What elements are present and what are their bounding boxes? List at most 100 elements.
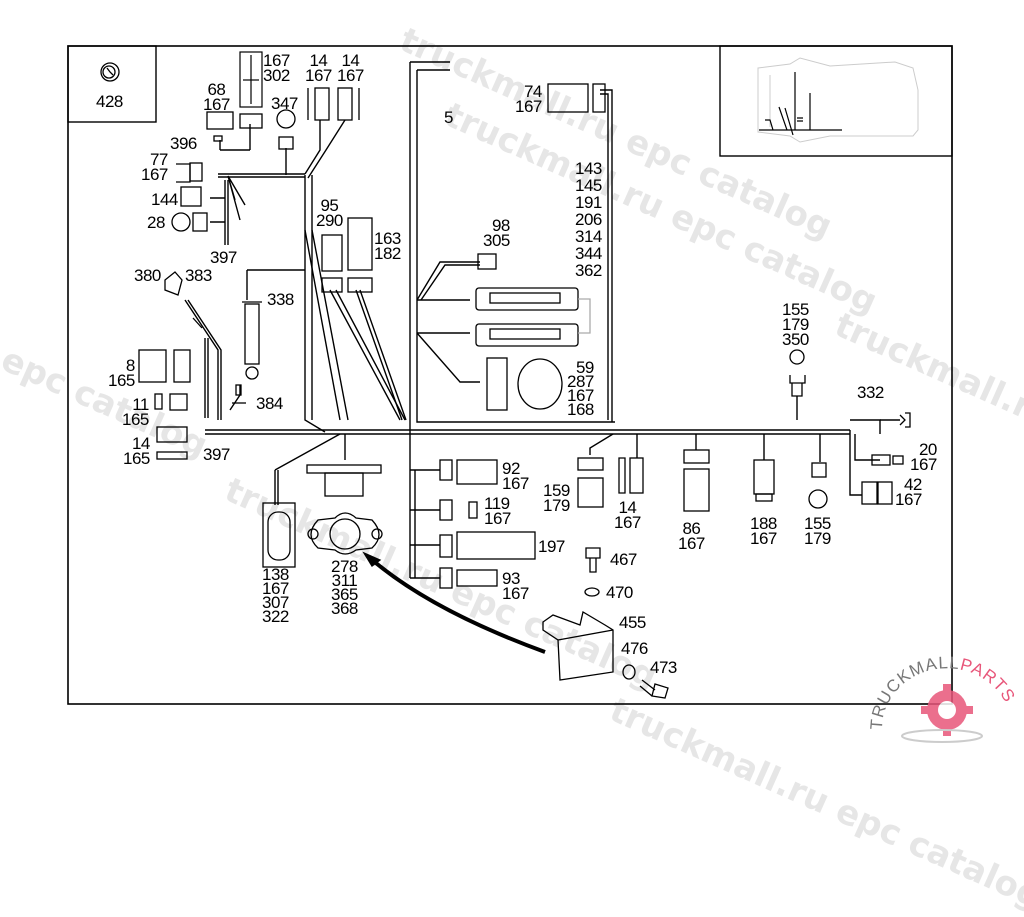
sensor-347-base — [278, 136, 294, 150]
bolt-467-icon — [585, 547, 601, 573]
connector-20-167 — [871, 454, 904, 466]
callout-384: 384 — [256, 394, 283, 413]
connector-144 — [180, 186, 202, 207]
callout-428: 428 — [96, 92, 123, 111]
callout-138-group: 138 167 307 322 — [262, 565, 289, 626]
connector-188-167 — [753, 459, 775, 495]
inset-428-box — [67, 45, 157, 123]
module-59 — [486, 357, 508, 411]
connector-86-167-top — [683, 449, 710, 464]
wiring-diagram — [67, 45, 953, 705]
connector-332 — [899, 412, 911, 428]
connector-74-167 — [547, 83, 589, 113]
connector-14-165 — [156, 426, 188, 443]
vehicle-outline-icon — [757, 57, 919, 143]
callout-144: 144 — [151, 190, 178, 209]
callout-397-top: 397 — [210, 248, 237, 267]
connector-155-179-350 — [789, 349, 806, 397]
bolt-473-icon — [639, 679, 669, 699]
connector-188-167-b — [755, 493, 773, 502]
connector-86-167 — [683, 468, 710, 512]
sensor-338 — [242, 301, 262, 380]
gear-icon — [921, 684, 973, 736]
sensor-380 — [164, 271, 203, 329]
bracket-455 — [542, 610, 614, 681]
callout-11-165: 11 165 — [122, 395, 149, 429]
callout-188-167: 188 167 — [750, 514, 777, 548]
connector-74-167-b — [592, 83, 606, 113]
callout-455: 455 — [619, 613, 646, 632]
connector-a — [239, 113, 263, 129]
callout-163-182: 163 182 — [374, 229, 401, 263]
assembly-arrow — [368, 556, 546, 654]
callout-ecu-group: 143 145 191 206 314 344 362 — [575, 159, 602, 280]
connector-28 — [192, 212, 208, 232]
sensor-347 — [276, 109, 296, 129]
connector-93-167 — [456, 569, 498, 587]
connector-167-302 — [239, 51, 263, 108]
sensor-59-disc — [517, 358, 563, 410]
connector-14-165-b — [156, 451, 188, 460]
center-harness — [409, 61, 900, 579]
callout-86-167: 86 167 — [678, 519, 705, 553]
connector-119-167-a — [439, 499, 453, 521]
module-8-165-b — [173, 349, 191, 383]
callout-380: 380 — [134, 266, 161, 285]
callout-74-167: 74 167 — [515, 82, 542, 116]
callout-470: 470 — [606, 583, 633, 602]
connector-197-a — [439, 534, 453, 558]
callout-20-167: 20 167 — [910, 440, 937, 474]
connector-68-167 — [206, 111, 234, 130]
logo-text-accent: PARTS — [958, 655, 1019, 706]
callout-473: 473 — [650, 658, 677, 677]
connector-98-305 — [477, 253, 497, 270]
connector-92-167-a — [439, 459, 453, 481]
callout-332: 332 — [857, 383, 884, 402]
callout-159-179: 159 179 — [543, 481, 570, 515]
callout-14-167-a: 14 167 — [305, 51, 332, 85]
diagram-frame — [67, 45, 953, 705]
connector-197 — [456, 531, 536, 560]
connector-14-167-b — [337, 87, 353, 121]
connector-11-165 — [154, 393, 188, 411]
connector-93-167-a — [439, 567, 453, 589]
connector-box-b — [347, 277, 373, 293]
callout-77-167: 77 167 — [141, 150, 168, 184]
connector-138 — [262, 502, 296, 568]
connector-159-179-top — [577, 457, 604, 471]
callout-28: 28 — [147, 213, 165, 232]
arrow-head — [362, 551, 382, 567]
callout-119-167: 119 167 — [484, 494, 511, 528]
connector-box-a — [321, 277, 343, 293]
callout-278-group: 278 311 365 368 — [331, 557, 358, 618]
callout-8-165: 8 165 — [108, 356, 135, 390]
vehicle-locator-inset — [719, 45, 953, 157]
callout-155-179: 155 179 — [804, 514, 831, 548]
connector-159-179 — [577, 477, 604, 508]
grommet-428-icon — [100, 62, 120, 82]
callout-68-167: 68 167 — [203, 80, 230, 114]
truckmall-parts-logo: TRUCKMALLPARTS — [867, 653, 1019, 743]
connector-396 — [213, 135, 223, 142]
callout-397-bottom: 397 — [203, 445, 230, 464]
callout-95-290: 95 290 — [316, 196, 343, 230]
connector-92-167 — [456, 459, 498, 485]
callout-14-167-b: 14 167 — [337, 51, 364, 85]
connector-119-167 — [468, 501, 478, 519]
callout-467: 467 — [610, 550, 637, 569]
callout-347: 347 — [271, 94, 298, 113]
flange-sensor-278 — [307, 512, 383, 555]
connector-95-290 — [321, 234, 343, 272]
callout-14-165: 14 165 — [123, 434, 150, 468]
ecu-connector-b — [475, 323, 579, 347]
callout-383: 383 — [185, 266, 212, 285]
sensor-28 — [171, 212, 191, 232]
connector-14-167-a — [314, 87, 330, 121]
callout-98-305: 98 305 — [483, 216, 510, 250]
module-8-165 — [138, 349, 167, 383]
connector-42-167 — [861, 481, 893, 505]
callout-197: 197 — [538, 537, 565, 556]
callout-476: 476 — [621, 639, 648, 658]
connector-155-179 — [808, 462, 828, 509]
callout-396: 396 — [170, 134, 197, 153]
